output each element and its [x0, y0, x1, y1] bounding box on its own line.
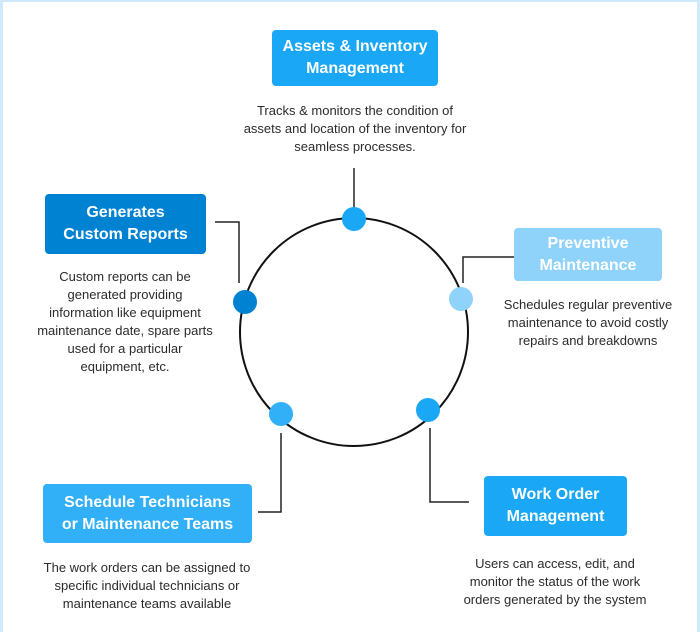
node-title-line: Schedule Technicians [64, 493, 231, 511]
node-title-line: Custom Reports [63, 226, 188, 243]
node-desc-preventive: Schedules regular preventive maintenance… [488, 296, 688, 350]
node-title-line: Management [306, 60, 404, 77]
desc-line: Schedules regular preventive [503, 297, 673, 312]
node-title-line: Assets & Inventory [282, 38, 428, 55]
node-box-assets[interactable]: Assets & Inventory Management [272, 30, 438, 86]
node-box-preventive[interactable]: Preventive Maintenance [514, 228, 662, 281]
desc-line: seamless processes. [294, 139, 416, 154]
node-desc-work-order: Users can access, edit, and monitor the … [450, 555, 660, 609]
node-dot-work-order[interactable] [416, 398, 440, 422]
desc-line: repairs and breakdowns [518, 333, 658, 348]
node-dot-assets[interactable] [342, 207, 366, 231]
node-box-reports[interactable]: Generates Custom Reports [45, 194, 206, 254]
connector-preventive [462, 256, 515, 283]
desc-line: Users can access, edit, and [475, 556, 635, 571]
node-title-line: Maintenance [539, 256, 637, 274]
node-title-line: Work Order [511, 486, 600, 503]
desc-line: monitor the status of the work [469, 574, 641, 589]
desc-line: Custom reports can be [59, 269, 191, 284]
connector-reports [215, 221, 240, 283]
desc-line: information like equipment [49, 305, 201, 320]
node-desc-assets: Tracks & monitors the condition of asset… [205, 102, 505, 156]
desc-line: Tracks & monitors the condition of [256, 103, 454, 118]
desc-line: maintenance teams available [62, 596, 232, 611]
desc-line: orders generated by the system [463, 592, 647, 607]
desc-line: maintenance to avoid costly [507, 315, 669, 330]
desc-line: assets and location of the inventory for [243, 121, 467, 136]
desc-line: equipment, etc. [80, 359, 170, 374]
node-box-work-order[interactable]: Work Order Management [484, 476, 627, 536]
node-title-line: Generates [86, 204, 165, 221]
connector-schedule [258, 433, 282, 513]
node-dot-schedule[interactable] [269, 402, 293, 426]
desc-line: used for a particular [67, 341, 183, 356]
node-title-line: or Maintenance Teams [61, 515, 234, 533]
node-title-line: Preventive [547, 234, 629, 252]
node-dot-preventive[interactable] [449, 287, 473, 311]
desc-line: specific individual technicians or [54, 578, 240, 593]
node-desc-reports: Custom reports can be generated providin… [25, 268, 225, 376]
connector-work-order [429, 428, 469, 503]
desc-line: generated providing [67, 287, 183, 302]
node-dot-reports[interactable] [233, 290, 257, 314]
desc-line: The work orders can be assigned to [43, 560, 251, 575]
node-title-line: Management [506, 508, 605, 525]
node-desc-schedule: The work orders can be assigned to speci… [27, 559, 267, 613]
node-box-schedule[interactable]: Schedule Technicians or Maintenance Team… [43, 484, 252, 543]
desc-line: maintenance date, spare parts [37, 323, 213, 338]
